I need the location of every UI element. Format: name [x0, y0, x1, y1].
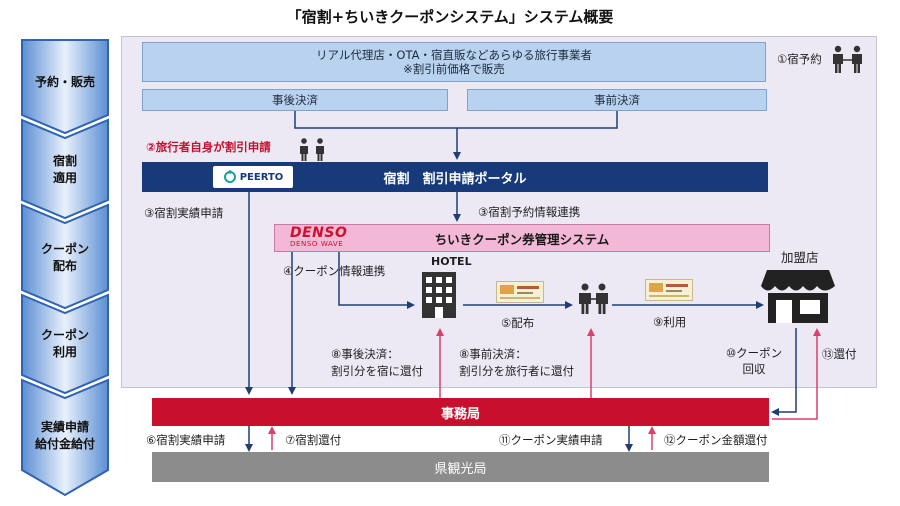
coupon-system-bar: ちいきクーポン券管理システム	[274, 224, 770, 252]
coupon-ticket-graphic-2	[649, 283, 689, 297]
denso-logo-text: DENSO	[290, 225, 348, 241]
label-step8a-line2: 割引分を宿に還付	[331, 364, 423, 378]
step-label-booking: 予約・販売	[34, 74, 95, 89]
member-store-label: 加盟店	[781, 250, 819, 265]
store-icon	[761, 270, 835, 323]
page-title: 「宿割+ちいきクーポンシステム」システム概要	[286, 8, 614, 26]
label-step11: ⑪クーポン実績申請	[499, 433, 603, 447]
travel-agents-line2: ※割引前価格で販売	[403, 62, 505, 76]
step-chevron-3	[21, 203, 109, 310]
office-bar: 事務局	[152, 398, 769, 426]
step-label-coupon-distribution: クーポン 配布	[40, 242, 89, 273]
arrow-step10-coupon-collect	[771, 328, 797, 416]
step-label-settlement: 実績申請 給付金給付	[34, 420, 95, 451]
label-step8b-line1: ⑧事前決済：	[459, 347, 527, 361]
step-chevron-1	[21, 39, 109, 135]
label-step1-booking: ①宿予約	[777, 52, 822, 66]
pre-settlement-box: 事前決済	[467, 89, 767, 111]
hotel-label: HOTEL	[431, 255, 472, 268]
travel-agents-line1: リアル代理店・OTA・宿直販などあらゆる旅行事業者	[316, 48, 592, 62]
label-step4-link: ④クーポン情報連携	[283, 264, 386, 278]
label-step10-line2: 回収	[742, 362, 766, 376]
travel-agents-box: リアル代理店・OTA・宿直販などあらゆる旅行事業者 ※割引前価格で販売	[142, 42, 766, 82]
people-icon-booking	[833, 45, 862, 73]
label-step13-refund: ⑬還付	[822, 347, 857, 361]
label-step8b-line2: 割引分を旅行者に還付	[459, 364, 574, 378]
label-step7: ⑦宿割還付	[285, 433, 342, 447]
coupon-ticket-graphic	[500, 285, 540, 299]
traveler-icon	[579, 283, 608, 314]
label-step12: ⑫クーポン金額還付	[664, 433, 768, 447]
prefecture-bar: 県観光局	[152, 452, 769, 482]
arrow-coupon-system-to-hotel	[338, 252, 415, 309]
label-step2-apply: ②旅行者自身が割引申請	[146, 140, 271, 154]
hotel-building-icon	[422, 272, 456, 318]
step-chevron-2	[21, 118, 109, 220]
coupon-ticket-icon	[496, 281, 544, 303]
denso-wave-text: DENSO WAVE	[290, 240, 344, 248]
denso-logo: DENSO DENSO WAVE	[290, 226, 362, 250]
label-step5-distribute: ⑤配布	[501, 316, 535, 330]
label-step8a-line1: ⑧事後決済：	[331, 347, 399, 361]
step-chevron-4	[21, 293, 109, 395]
step-label-coupon-use: クーポン 利用	[40, 328, 89, 359]
people-icon-apply	[300, 138, 324, 161]
peerto-logo-icon	[223, 170, 236, 183]
peerto-logo: PEERTO	[213, 166, 293, 188]
label-step3-link: ③宿割予約情報連携	[478, 205, 581, 219]
peerto-logo-text: PEERTO	[239, 171, 284, 183]
label-step10-line1: ⑩クーポン	[725, 346, 783, 360]
post-settlement-box: 事後決済	[142, 89, 448, 111]
label-step9-use: ⑨利用	[653, 315, 687, 329]
coupon-ticket-icon-2	[645, 279, 693, 301]
step-chevron-5	[21, 378, 109, 497]
label-step3-results: ③宿割実績申請	[144, 206, 224, 220]
arrow-step13-refund	[772, 328, 821, 420]
label-step6: ⑥宿割実績申請	[146, 433, 226, 447]
step-label-discount: 宿割 適用	[52, 154, 77, 185]
arrow-post-settlement-to-portal	[294, 111, 457, 129]
arrow-pre-settlement-to-portal	[457, 111, 618, 129]
